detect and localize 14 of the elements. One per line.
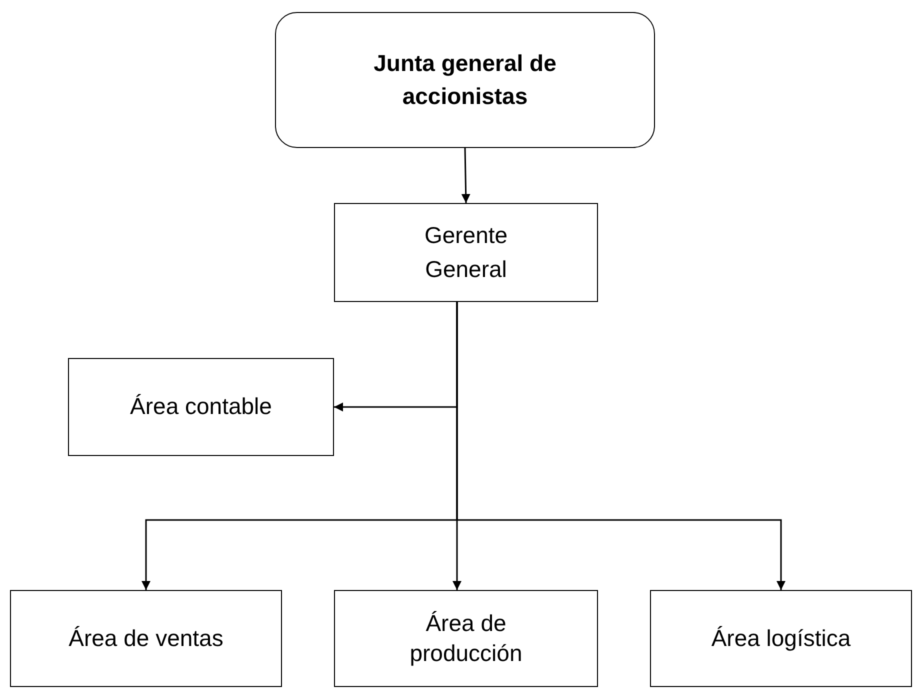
box-label: Junta general de accionistas — [372, 48, 558, 111]
org-box — [10, 590, 282, 687]
org-box — [334, 203, 598, 302]
org-box — [650, 590, 912, 687]
connector-arrow — [461, 148, 470, 204]
connector-arrow — [456, 302, 786, 590]
box-label: Área logística — [711, 624, 851, 653]
org-box — [275, 12, 655, 148]
org-box — [334, 590, 598, 687]
box-label: Área contable — [130, 392, 272, 422]
org-box — [68, 358, 334, 456]
box-label: Gerente General — [423, 221, 509, 284]
box-label: Área de producción — [408, 608, 524, 668]
box-label: Área de ventas — [68, 624, 224, 653]
